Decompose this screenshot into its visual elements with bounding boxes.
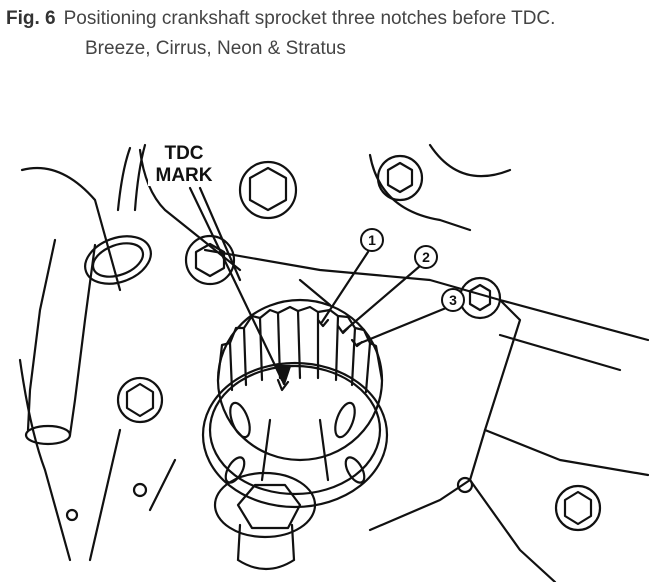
dipstick-tube: [26, 238, 97, 437]
bolt-top-right-head: [386, 161, 414, 194]
callout-3-number: 3: [449, 292, 457, 308]
figure-caption: Fig. 6 Positioning crankshaft sprocket th…: [6, 4, 555, 64]
figure-number: Fig. 6: [6, 8, 56, 29]
engine-block-outline: [20, 148, 522, 532]
caption-models: Breeze, Cirrus, Neon & Stratus: [85, 38, 346, 59]
tdc-label-line1: TDC: [164, 143, 203, 164]
crank-bolt-head: [236, 483, 302, 530]
callout-2-circle: [414, 245, 438, 269]
tdc-pointer-2: [198, 186, 242, 282]
callout-1-circle: [360, 228, 384, 252]
callout-2-leader: [341, 264, 422, 334]
block-right-edge: [468, 298, 649, 584]
tdc-label-bg: [148, 140, 220, 186]
callout-3-circle: [441, 288, 465, 312]
dipstick-tube-ring-inner: [91, 242, 145, 278]
tube-bottom: [24, 424, 72, 446]
crank-bolt-body: [236, 523, 296, 571]
caption-line-1: Fig. 6 Positioning crankshaft sprocket th…: [6, 4, 555, 34]
callout-1-number: 1: [368, 232, 376, 248]
top-right-casting: [368, 143, 512, 232]
bolt-right-head: [468, 283, 492, 312]
bolt-top-left: [238, 160, 298, 220]
crankshaft-nose: [260, 418, 330, 482]
bolt-left-middle: [116, 376, 164, 424]
bolt-upper-left: [184, 234, 236, 286]
tdc-label-line2: MARK: [156, 165, 213, 186]
bolt-left-middle-head: [125, 382, 155, 418]
plate-slot-3: [224, 456, 246, 484]
bolt-top-left-head: [248, 166, 288, 212]
tdc-mark-pointer: [188, 186, 284, 382]
bolt-top-right: [376, 154, 424, 202]
caption-title: Positioning crankshaft sprocket three no…: [63, 8, 556, 29]
mount-hole-3: [65, 508, 79, 522]
dipstick-handle: [116, 143, 147, 212]
crankshaft-sprocket-illustration: 1 2 3 TDC MARK: [0, 130, 649, 584]
callout-2-number: 2: [422, 249, 430, 265]
crank-bolt-washer: [213, 471, 317, 539]
dipstick-tube-ring-outer: [84, 235, 152, 285]
plate-slot-2: [334, 401, 356, 439]
housing-lower-edge: [18, 358, 177, 562]
bolt-lower-right: [554, 484, 602, 532]
bolt-lower-right-head: [563, 490, 593, 526]
illustration-svg: 1 2 3 TDC MARK: [18, 140, 649, 584]
sprocket-front-plate: [201, 361, 389, 509]
sprocket-tooth-lines: [228, 309, 372, 394]
sprocket-plate-rim: [208, 364, 382, 496]
mount-hole-1: [132, 482, 148, 498]
callout-3-leader: [356, 306, 448, 346]
plate-slot-1: [229, 401, 251, 439]
callout-1-leader: [320, 250, 370, 324]
mount-hole-2: [456, 476, 474, 494]
bolt-upper-left-head: [194, 242, 226, 278]
tdc-mark-notch: [276, 378, 290, 392]
plate-slot-4: [344, 456, 366, 484]
tdc-arrowhead: [274, 364, 292, 386]
